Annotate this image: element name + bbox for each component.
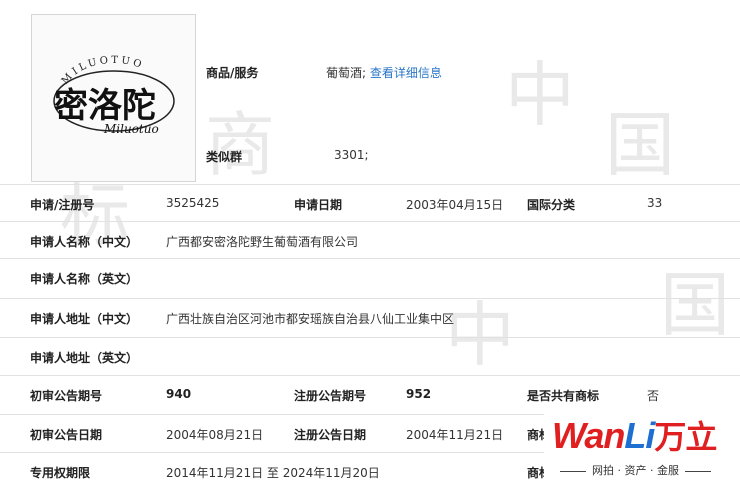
watermark-char: 标 [60, 174, 130, 256]
row-value: 3525425 [166, 196, 220, 210]
table-row: 申请/注册号 3525425 申请日期 2003年04月15日 国际分类 33 [0, 184, 740, 221]
row-label: 申请人名称（英文） [30, 272, 139, 286]
row-value: 952 [406, 387, 432, 401]
row-value: 广西壮族自治区河池市都安瑶族自治县八仙工业集中区 [166, 312, 455, 326]
table-row: 申请人名称（英文） [0, 258, 740, 295]
row-value: 广西都安密洛陀野生葡萄酒有限公司 [166, 235, 359, 249]
row-label: 申请人地址（中文） [30, 312, 139, 326]
row-label: 申请/注册号 [30, 198, 95, 212]
row-value: 33 [647, 196, 663, 210]
wanli-brand-watermark: WanLi万立 网拍 · 资产 · 金服 [544, 410, 740, 496]
brand-wan: Wan [552, 415, 625, 456]
row-label: 申请人地址（英文） [30, 351, 139, 365]
row-label: 注册公告日期 [294, 428, 367, 442]
row-value: 2014年11月21日 至 2024年11月20日 [166, 466, 380, 480]
brand-logo: WanLi万立 [552, 412, 717, 458]
row-label: 申请日期 [294, 198, 343, 212]
row-label: 是否共有商标 [527, 389, 600, 403]
row-value: 否 [647, 389, 660, 403]
similar-group-value: 3301; [334, 148, 369, 162]
row-label: 初审公告日期 [30, 428, 103, 442]
watermark-char: 中 [505, 54, 575, 136]
row-label: 国际分类 [527, 198, 576, 212]
table-row: 初审公告期号 940 注册公告期号 952 是否共有商标 否 [0, 375, 740, 412]
logo-chinese: 密洛陀 [54, 86, 156, 126]
table-row: 申请人地址（英文） [0, 337, 740, 374]
row-value: 2004年11月21日 [406, 428, 504, 442]
goods-value: 葡萄酒; 查看详细信息 [326, 64, 442, 81]
goods-text: 葡萄酒; [326, 66, 367, 80]
row-label: 注册公告期号 [294, 389, 367, 403]
trademark-image[interactable]: MILUOTUO 密洛陀 Miluotuo [31, 14, 196, 182]
row-value: 2003年04月15日 [406, 198, 504, 212]
row-value: 2004年08月21日 [166, 428, 264, 442]
watermark-char: 商 [205, 104, 275, 186]
row-label: 专用权期限 [30, 466, 91, 480]
brand-cn: 万立 [654, 418, 717, 456]
trademark-header: MILUOTUO 密洛陀 Miluotuo 商品/服务 葡萄酒; 查看详细信息 … [0, 0, 740, 184]
trademark-logo: MILUOTUO 密洛陀 Miluotuo [53, 55, 175, 136]
watermark-char: 国 [605, 104, 675, 186]
watermark-char: 中 [445, 294, 515, 376]
similar-group-label: 类似群 [206, 150, 243, 164]
row-label: 申请人名称（中文） [30, 235, 139, 249]
table-row: 申请人名称（中文） 广西都安密洛陀野生葡萄酒有限公司 [0, 221, 740, 258]
logo-script: Miluotuo [103, 122, 159, 136]
row-value: 940 [166, 387, 192, 401]
brand-li: Li [624, 415, 655, 456]
view-details-link[interactable]: 查看详细信息 [369, 66, 442, 80]
row-label: 初审公告期号 [30, 389, 103, 403]
goods-label: 商品/服务 [206, 66, 259, 80]
table-row: 申请人地址（中文） 广西壮族自治区河池市都安瑶族自治县八仙工业集中区 [0, 298, 740, 335]
watermark-char: 国 [660, 264, 730, 346]
brand-tagline: 网拍 · 资产 · 金服 [554, 462, 717, 478]
